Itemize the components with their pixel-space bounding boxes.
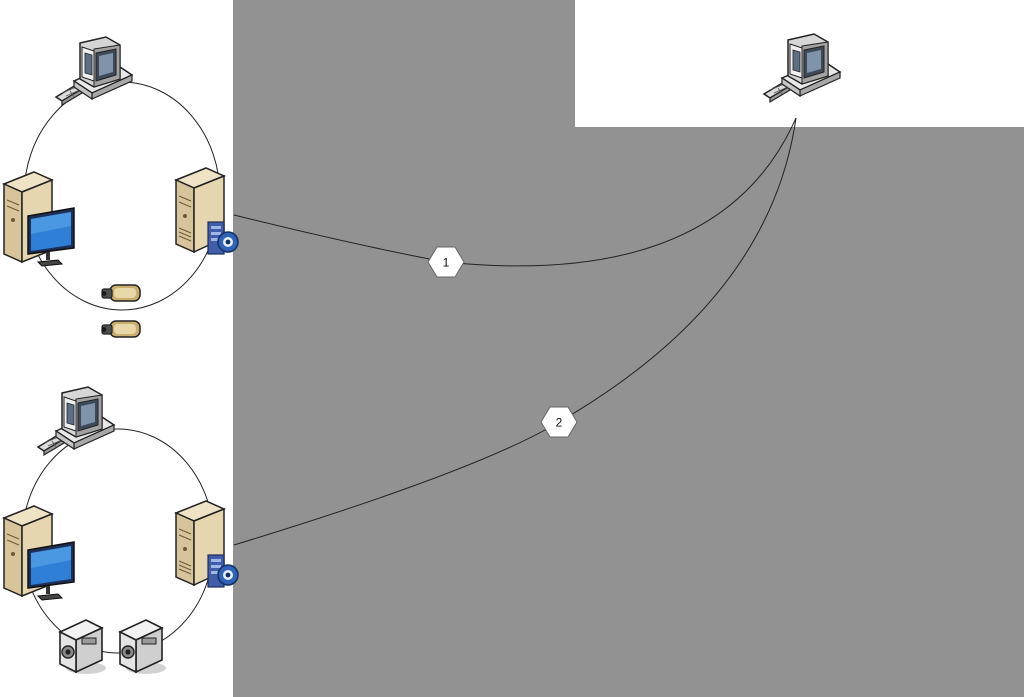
gray-panel (233, 0, 1024, 697)
connection-label-1-text: 1 (443, 256, 450, 270)
connection-label-1[interactable]: 1 (427, 246, 465, 278)
connection-label-2-text: 2 (556, 416, 563, 430)
connection-label-2[interactable]: 2 (540, 406, 578, 438)
connection-line-1 (233, 117, 797, 267)
dome-camera-icon[interactable] (59, 619, 107, 675)
dome-camera-icon[interactable] (119, 619, 167, 675)
